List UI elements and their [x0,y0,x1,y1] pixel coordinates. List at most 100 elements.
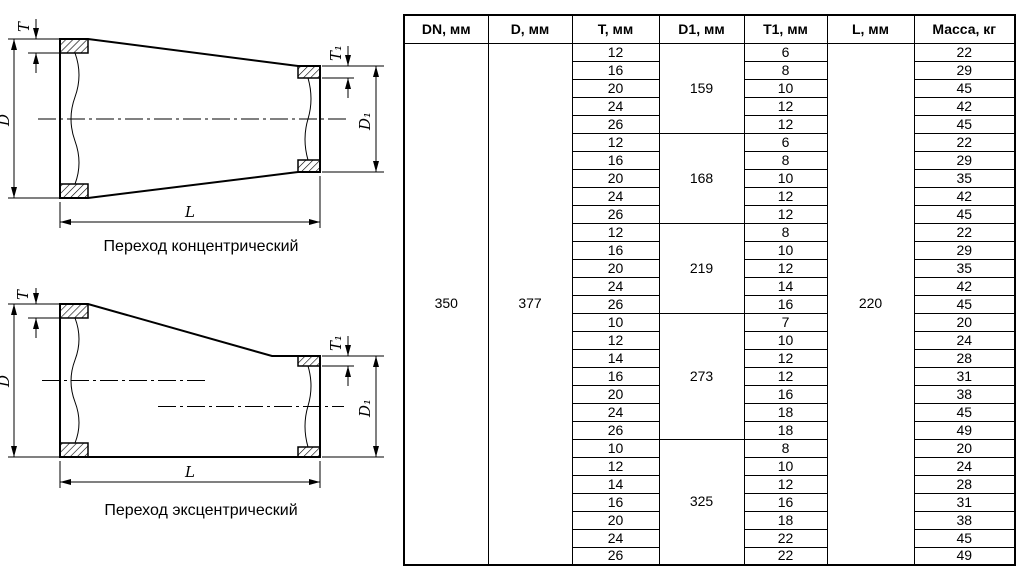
dimension-D1: D₁ [322,65,384,173]
t1-value-cell: 10 [743,330,828,350]
mass-value-cell: 28 [913,348,1016,368]
mass-value-cell: 22 [913,42,1016,62]
t-value-cell: 14 [571,348,660,368]
t1-value-cell: 22 [743,546,828,566]
mass-value-cell: 35 [913,258,1016,278]
table-row: 14 12 28 [404,348,1016,368]
t1-value-cell: 16 [743,384,828,404]
t-value-cell: 24 [571,528,660,548]
dimension-label-T1: T₁ [327,335,345,351]
t-value-cell: 10 [571,312,660,332]
mass-value-cell: 38 [913,384,1016,404]
d-value-cell: 377 [487,42,573,566]
t1-value-cell: 14 [743,276,828,296]
t-value-cell: 12 [571,42,660,62]
dimension-label-T: T [14,289,32,300]
header-row: DN, мм D, мм T, мм D1, мм T1, мм L, мм М… [403,14,1016,44]
d1-value-cell: 159 [658,42,745,134]
mass-value-cell: 45 [913,204,1016,224]
t1-value-cell: 12 [743,348,828,368]
mass-value-cell: 45 [913,294,1016,314]
t1-value-cell: 8 [743,222,828,242]
t1-value-cell: 8 [743,60,828,80]
dimension-D: D [0,38,60,199]
dimension-L: L [59,176,321,228]
t1-value-cell: 10 [743,78,828,98]
t1-value-cell: 12 [743,114,828,134]
t1-value-cell: 12 [743,366,828,386]
t1-value-cell: 12 [743,204,828,224]
t1-value-cell: 18 [743,402,828,422]
t-value-cell: 10 [571,438,660,458]
dimension-label-D: D [0,114,13,127]
eccentric-reducer-drawing: D T T₁ D₁ [0,288,384,488]
t1-value-cell: 10 [743,168,828,188]
t1-value-cell: 16 [743,492,828,512]
mass-value-cell: 42 [913,276,1016,296]
dimension-label-D1: D₁ [356,399,374,418]
mass-value-cell: 29 [913,240,1016,260]
drawing-pane: D T T₁ D₁ [0,0,402,584]
dn-value-cell: 350 [403,42,489,566]
header-d1: D1, мм [658,14,745,44]
t-value-cell: 24 [571,186,660,206]
mass-value-cell: 22 [913,132,1016,152]
t-value-cell: 16 [571,240,660,260]
dimension-label-L: L [184,463,195,481]
dimension-label-T1: T₁ [327,45,345,61]
header-dn: DN, мм [403,14,489,44]
t-value-cell: 26 [571,546,660,566]
dimension-T: T [14,288,60,338]
t1-value-cell: 12 [743,186,828,206]
mass-value-cell: 24 [913,456,1016,476]
t-value-cell: 12 [571,222,660,242]
table-row: 16 10 29 [404,240,1016,260]
flange-hatch [59,303,89,319]
dimension-L: L [59,461,321,488]
t1-value-cell: 10 [743,240,828,260]
mass-value-cell: 49 [913,546,1016,566]
t1-value-cell: 7 [743,312,828,332]
mass-value-cell: 45 [913,402,1016,422]
mass-value-cell: 45 [913,114,1016,134]
flange-hatch [297,446,321,458]
t1-value-cell: 12 [743,474,828,494]
t1-value-cell: 10 [743,456,828,476]
t-value-cell: 16 [571,492,660,512]
dimension-label-D: D [0,375,13,388]
mass-value-cell: 24 [913,330,1016,350]
t1-value-cell: 12 [743,96,828,116]
dimension-T1: T₁ [322,45,354,98]
t1-value-cell: 18 [743,420,828,440]
d1-value-cell: 168 [658,132,745,224]
d1-value-cell: 325 [658,438,745,566]
t1-value-cell: 22 [743,528,828,548]
t-value-cell: 12 [571,330,660,350]
mass-value-cell: 22 [913,222,1016,242]
mass-value-cell: 28 [913,474,1016,494]
t-value-cell: 20 [571,168,660,188]
t-value-cell: 16 [571,60,660,80]
header-t1: T1, мм [743,14,828,44]
concentric-caption: Переход концентрический [103,238,299,255]
t-value-cell: 20 [571,258,660,278]
t1-value-cell: 18 [743,510,828,530]
header-mass: Масса, кг [913,14,1016,44]
table-pane: DN, мм D, мм T, мм D1, мм T1, мм L, мм М… [402,0,1016,584]
dimension-label-D1: D₁ [356,112,374,131]
mass-value-cell: 20 [913,312,1016,332]
